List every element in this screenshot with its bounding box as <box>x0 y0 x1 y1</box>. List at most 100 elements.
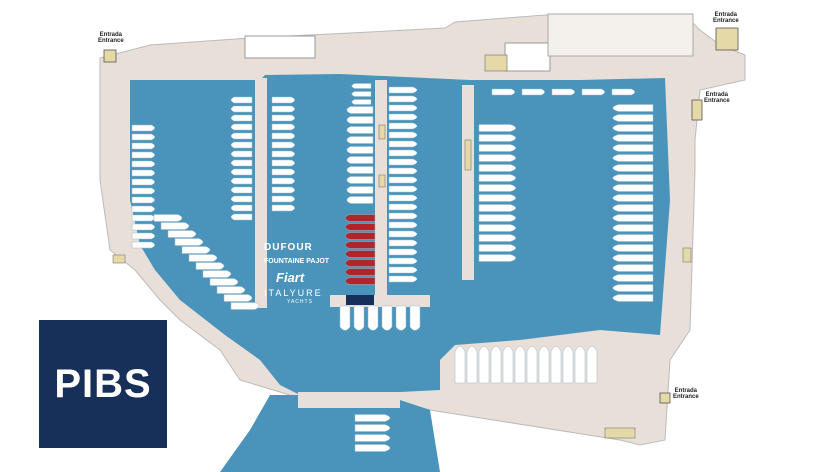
pibs-logo-text: PIBS <box>54 361 152 406</box>
boat-icon <box>346 186 374 194</box>
boat-icon <box>388 149 418 157</box>
boat-icon <box>612 114 654 122</box>
boat-icon <box>574 346 586 384</box>
boat-icon <box>131 205 155 213</box>
boat-icon <box>388 275 418 283</box>
boat-icon <box>346 106 374 114</box>
boat-icon <box>345 223 376 231</box>
brand-fountaine-pajot: FOUNTAINE PAJOT <box>264 258 330 265</box>
boat-icon <box>230 195 253 203</box>
boat-icon <box>521 88 545 96</box>
boat-icon <box>351 99 372 105</box>
brand-dufour: DUFOUR <box>264 242 313 253</box>
boat-icon <box>454 346 466 384</box>
pier-marker <box>378 174 386 188</box>
boat-icon <box>271 168 295 176</box>
boat-icon <box>271 150 295 158</box>
boat-icon <box>131 214 155 222</box>
boat-icon <box>346 136 374 144</box>
boat-icon <box>478 234 516 242</box>
boat-icon <box>346 126 374 134</box>
boat-icon <box>230 213 253 221</box>
entrance-label-line1: Entrada <box>705 92 729 98</box>
boat-icon <box>612 144 654 152</box>
boat-icon <box>551 88 575 96</box>
pier-marker <box>112 254 126 264</box>
boat-icon <box>271 204 295 212</box>
boat-icon <box>367 305 379 331</box>
flag-icon <box>346 295 374 305</box>
pier-marker <box>682 247 692 263</box>
pibs-logo: PIBS <box>39 320 167 448</box>
boat-icon <box>271 186 295 194</box>
boat-icon <box>612 134 654 142</box>
boat-icon <box>271 141 295 149</box>
boat-icon <box>131 178 155 186</box>
boat-icon <box>502 346 514 384</box>
boat-icon <box>181 246 211 254</box>
boat-icon <box>230 204 253 212</box>
boat-icon <box>345 259 376 267</box>
entrance-label-line1: Entrada <box>714 12 738 18</box>
boat-icon <box>160 222 190 230</box>
boat-icon <box>612 184 654 192</box>
boat-icon <box>388 257 418 265</box>
boat-icon <box>612 154 654 162</box>
building-east <box>547 13 694 57</box>
boat-icon <box>230 302 260 310</box>
entrance-label-line1: Entrada <box>99 32 123 38</box>
boat-icon <box>388 230 418 238</box>
boat-icon <box>346 116 374 124</box>
boat-icon <box>478 184 516 192</box>
boat-icon <box>230 168 253 176</box>
entrance-icon <box>103 49 117 63</box>
boat-icon <box>478 174 516 182</box>
boat-icon <box>538 346 550 384</box>
boat-icon <box>230 177 253 185</box>
boat-icon <box>388 248 418 256</box>
boat-icon <box>131 241 155 249</box>
boat-icon <box>131 196 155 204</box>
boat-icon <box>354 444 391 452</box>
boat-icon <box>351 83 372 89</box>
boat-icon <box>388 203 418 211</box>
entrance-label-line1: Entrada <box>674 388 698 394</box>
entrance-label-line2: Entrance <box>713 18 739 25</box>
boat-icon <box>478 164 516 172</box>
entrance-label-east: Entrada Entrance <box>704 92 730 105</box>
boat-icon <box>167 230 197 238</box>
info-box-north <box>484 54 508 72</box>
boat-icon <box>478 204 516 212</box>
boat-icon <box>131 187 155 195</box>
boat-icon <box>388 212 418 220</box>
boat-icon <box>612 294 654 302</box>
boat-icon <box>230 150 253 158</box>
boat-icon <box>345 232 376 240</box>
boat-icon <box>131 223 155 231</box>
boat-icon <box>395 305 407 331</box>
boat-icon <box>131 232 155 240</box>
boat-icon <box>612 124 654 132</box>
boat-icon <box>271 177 295 185</box>
boats-layer <box>131 83 654 452</box>
boat-icon <box>388 140 418 148</box>
boat-icon <box>131 169 155 177</box>
boat-icon <box>345 241 376 249</box>
boat-icon <box>491 88 515 96</box>
boat-icon <box>581 88 605 96</box>
boat-icon <box>478 224 516 232</box>
boat-icon <box>478 254 516 262</box>
boat-icon <box>388 131 418 139</box>
boat-icon <box>230 123 253 131</box>
boat-icon <box>550 346 562 384</box>
boat-icon <box>230 96 253 104</box>
boat-icon <box>388 221 418 229</box>
boat-icon <box>216 286 246 294</box>
boat-icon <box>478 214 516 222</box>
boat-icon <box>388 266 418 274</box>
boat-icon <box>526 346 538 384</box>
boat-icon <box>271 195 295 203</box>
boat-icon <box>612 234 654 242</box>
boat-icon <box>388 239 418 247</box>
boat-icon <box>353 305 365 331</box>
